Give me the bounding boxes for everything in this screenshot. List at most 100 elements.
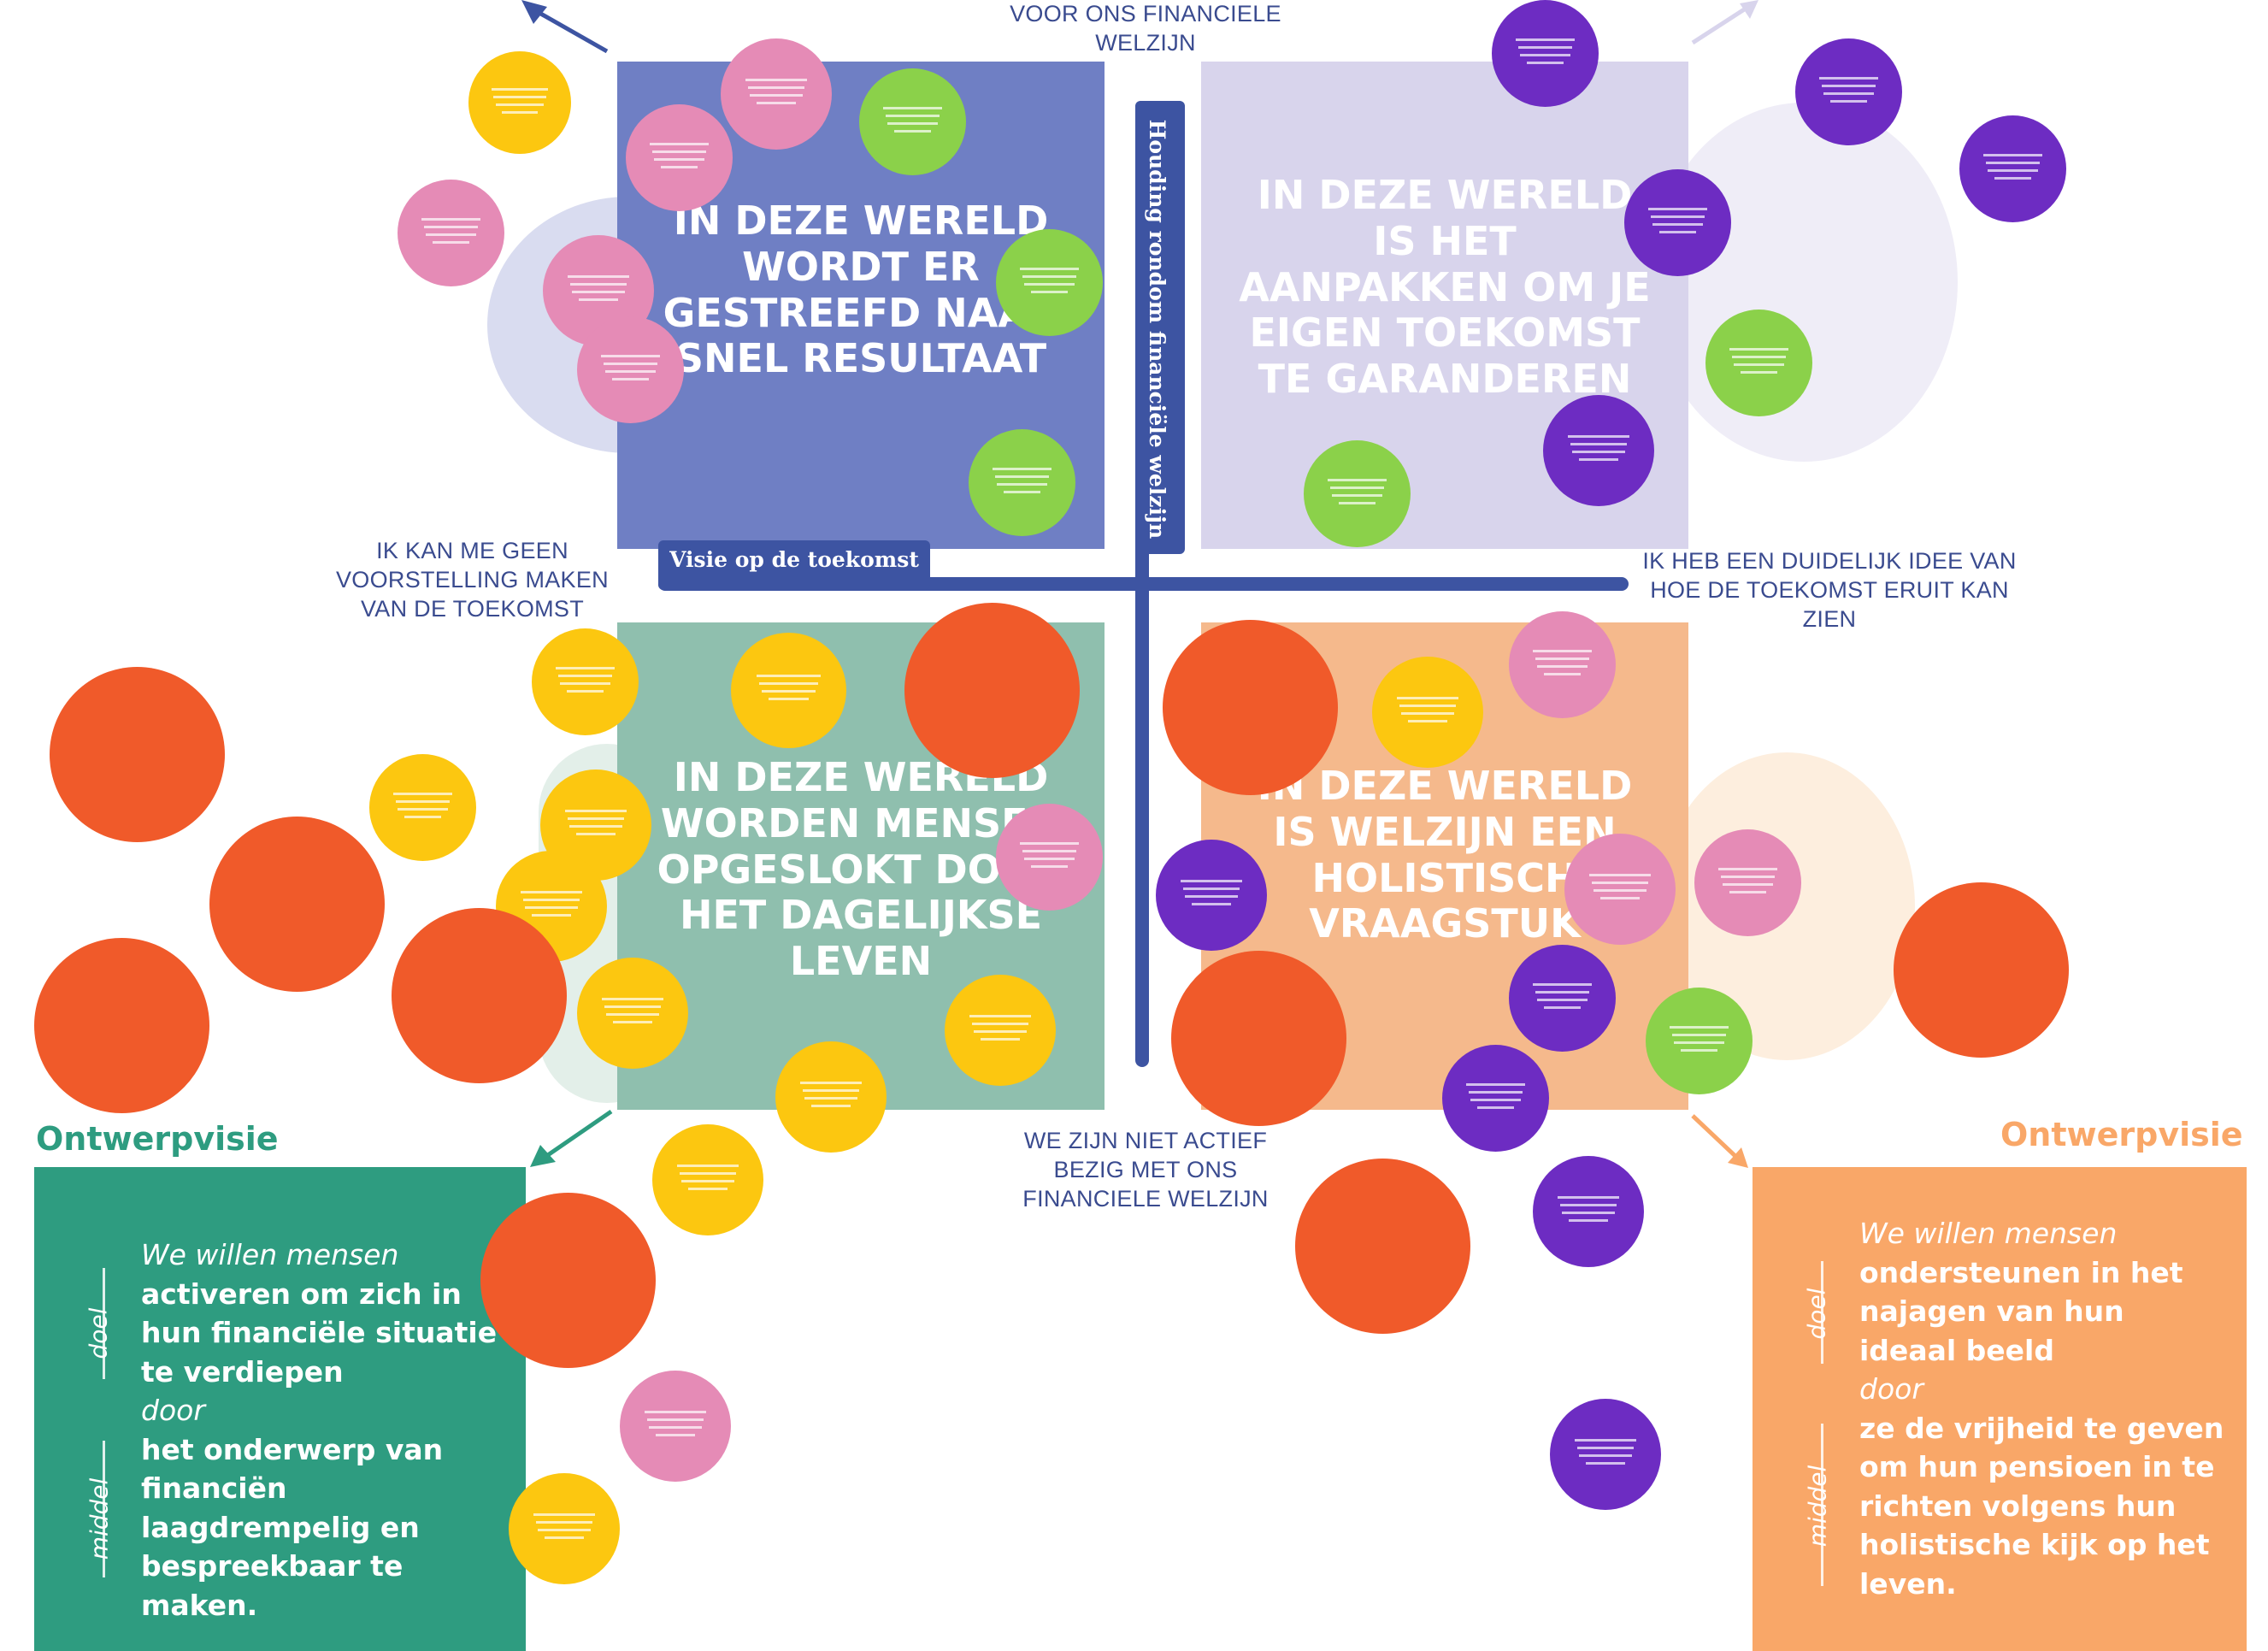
vision-left-goal-tag: doel <box>84 1307 113 1359</box>
note-text-line <box>1533 983 1592 986</box>
note-text-line <box>1671 1034 1727 1036</box>
sticky-note-green[interactable] <box>996 229 1103 336</box>
red-dot[interactable] <box>34 938 209 1113</box>
axis-label-bottom: WE ZIJN NIET ACTIEF BEZIG MET ONS FINANC… <box>1022 1128 1269 1212</box>
note-text-line <box>681 1179 734 1182</box>
sticky-note-pink[interactable] <box>620 1371 731 1482</box>
sticky-note-pink[interactable] <box>626 104 733 211</box>
sticky-note-purple[interactable] <box>1492 0 1599 107</box>
note-text-line <box>603 363 658 365</box>
sticky-note-purple[interactable] <box>1624 169 1731 276</box>
sticky-note-pink[interactable] <box>577 316 684 423</box>
sticky-note-purple[interactable] <box>1959 115 2066 222</box>
note-text-line <box>535 1520 593 1524</box>
sticky-note-purple[interactable] <box>1795 38 1902 145</box>
sticky-note-green[interactable] <box>1646 988 1753 1094</box>
sticky-note-yellow[interactable] <box>577 958 688 1069</box>
sticky-note-pink[interactable] <box>1509 611 1616 718</box>
note-text-line <box>768 697 810 700</box>
note-text-line <box>1680 1049 1718 1052</box>
vision-left-text: We willen mensen activeren om zich in hu… <box>141 1235 517 1624</box>
note-text-line <box>557 675 613 677</box>
sticky-note-purple[interactable] <box>1442 1045 1549 1152</box>
sticky-note-yellow[interactable] <box>369 754 476 861</box>
note-text-line <box>1024 283 1075 286</box>
sticky-note-pink[interactable] <box>1694 829 1801 936</box>
sticky-note-yellow[interactable] <box>468 51 571 154</box>
note-text-line <box>1537 999 1588 1001</box>
note-text-line <box>1720 876 1776 878</box>
note-text-line <box>611 378 650 380</box>
note-text-line <box>1729 891 1767 893</box>
note-text-line <box>606 1012 659 1016</box>
note-text-line <box>538 1528 591 1531</box>
sticky-note-purple[interactable] <box>1543 395 1654 506</box>
sticky-note-yellow[interactable] <box>1372 657 1483 768</box>
vision-right-means-tag: middel <box>1803 1465 1832 1548</box>
note-text-line <box>1030 865 1069 868</box>
red-dot[interactable] <box>1163 620 1338 795</box>
vision-right-goal-line <box>1821 1261 1823 1364</box>
note-text-line <box>1408 719 1447 722</box>
vision-left-means: het onderwerp van financiën laagdrempeli… <box>141 1432 444 1622</box>
sticky-note-pink[interactable] <box>996 804 1103 911</box>
note-text-line <box>605 370 656 373</box>
red-dot[interactable] <box>1171 951 1346 1126</box>
note-text-line <box>981 1037 1020 1041</box>
note-text-line <box>572 290 625 293</box>
note-text-line <box>1476 1106 1515 1109</box>
sticky-note-yellow[interactable] <box>652 1124 763 1235</box>
sticky-note-yellow[interactable] <box>945 975 1056 1086</box>
note-text-line <box>1559 1203 1617 1206</box>
note-text-line <box>1575 1438 1636 1442</box>
red-dot[interactable] <box>392 908 567 1083</box>
sticky-note-yellow[interactable] <box>532 628 639 735</box>
note-text-line <box>679 1171 737 1175</box>
note-text-line <box>395 800 451 803</box>
arrow-top-right <box>1691 0 1758 45</box>
sticky-note-purple[interactable] <box>1550 1399 1661 1510</box>
sticky-note-pink[interactable] <box>721 38 832 150</box>
vision-left-goal-line <box>103 1268 105 1379</box>
note-text-line <box>1579 457 1618 461</box>
note-text-line <box>1399 704 1457 707</box>
red-dot[interactable] <box>1894 882 2069 1058</box>
sticky-note-green[interactable] <box>969 429 1075 536</box>
arrow-bottom-right <box>1691 1114 1748 1168</box>
note-text-line <box>1570 442 1628 445</box>
note-text-line <box>1332 494 1382 497</box>
note-text-line <box>646 1418 704 1421</box>
note-text-line <box>1586 1461 1625 1465</box>
red-dot[interactable] <box>50 667 225 842</box>
sticky-note-yellow[interactable] <box>731 633 846 748</box>
note-text-line <box>1030 291 1069 293</box>
sticky-note-green[interactable] <box>1705 310 1812 416</box>
red-dot[interactable] <box>904 603 1080 778</box>
note-text-line <box>1192 902 1231 905</box>
sticky-note-yellow[interactable] <box>509 1473 620 1584</box>
note-text-line <box>545 1536 584 1539</box>
note-text-line <box>1543 1006 1582 1009</box>
note-text-line <box>404 816 442 818</box>
red-dot[interactable] <box>209 817 385 992</box>
note-text-line <box>1562 1211 1615 1214</box>
note-text-line <box>532 913 571 917</box>
sticky-note-green[interactable] <box>859 68 966 175</box>
sticky-note-purple[interactable] <box>1533 1156 1644 1267</box>
red-dot[interactable] <box>1295 1159 1470 1334</box>
red-dot[interactable] <box>480 1193 656 1368</box>
note-text-line <box>556 667 615 669</box>
sticky-note-green[interactable] <box>1304 440 1411 547</box>
vision-right-goal-tag: doel <box>1802 1288 1831 1340</box>
sticky-note-purple[interactable] <box>1156 840 1267 951</box>
sticky-note-pink[interactable] <box>1564 834 1676 945</box>
sticky-note-yellow[interactable] <box>775 1041 887 1153</box>
vision-right-goal: ondersteunen in het najagen van hun idea… <box>1859 1255 2183 1367</box>
note-text-line <box>761 689 816 693</box>
note-text-line <box>423 226 479 228</box>
note-text-line <box>993 468 1052 470</box>
sticky-note-purple[interactable] <box>1509 945 1616 1052</box>
note-text-line <box>1572 450 1625 453</box>
sticky-note-pink[interactable] <box>398 180 504 286</box>
quadrant-bottom-right-title: IN DEZE WERELD IS WELZIJN EEN HOLISTISCH… <box>1257 763 1633 947</box>
